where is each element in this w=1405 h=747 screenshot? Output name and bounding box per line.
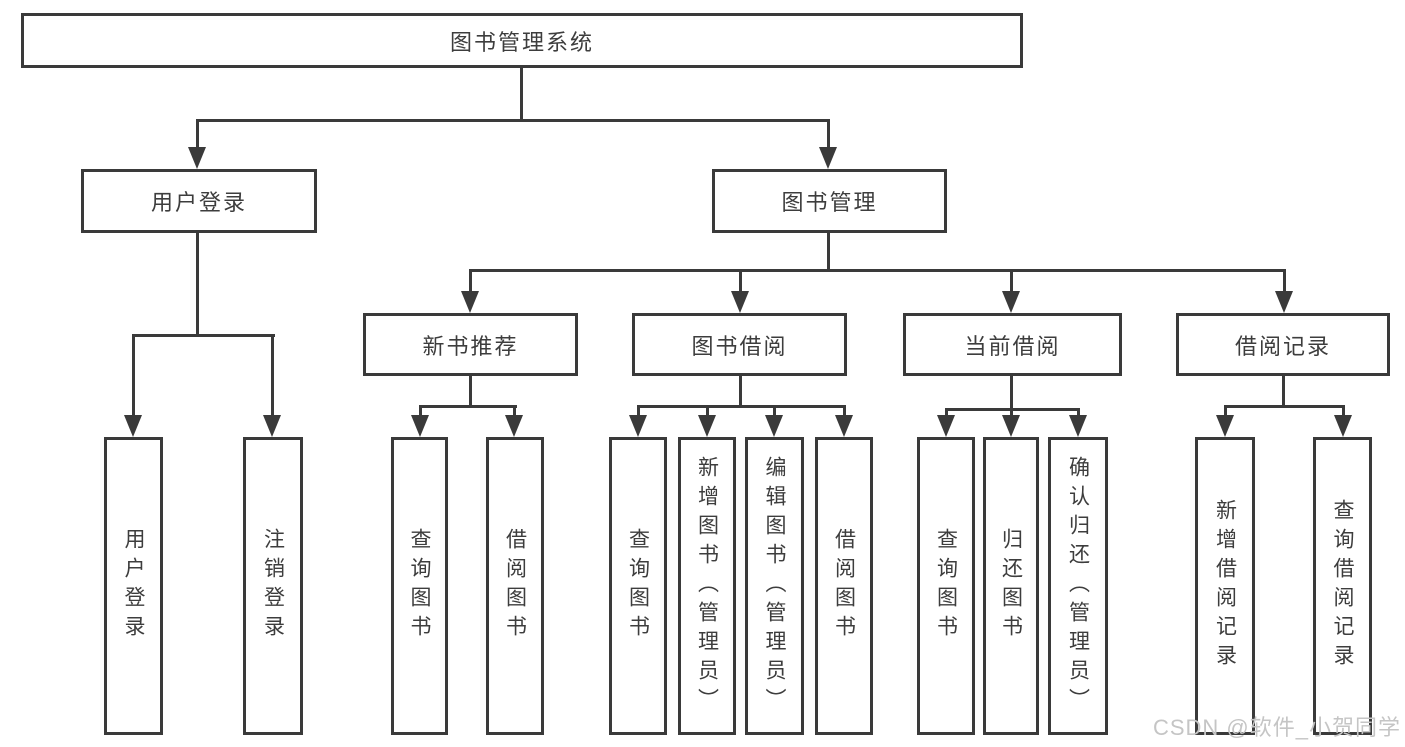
node-user-login-label: 用户登录: [150, 190, 247, 215]
connector-drop: [773, 405, 776, 418]
leaf-label: 确认归还（管理员）: [1066, 455, 1090, 717]
connector-drop: [1077, 408, 1080, 418]
leaf-user-login: 用户登录: [104, 437, 163, 735]
connector-book-borrow-stub: [739, 375, 742, 408]
connector-drop: [1010, 408, 1013, 418]
leaf-logout-login-label: 注销登录: [261, 528, 285, 644]
leaf-label: 新增借阅记录: [1213, 499, 1237, 673]
leaf-confirm-return-admin: 确认归还（管理员）: [1048, 437, 1108, 735]
connector-drop-leaf-logout: [271, 334, 274, 418]
connector-user-login-rail: [132, 334, 275, 337]
arrowhead-leaf: [937, 415, 955, 437]
arrowhead-user-login: [188, 147, 206, 169]
node-book-borrow-label: 图书借阅: [691, 333, 788, 359]
leaf-borrow-books-recommend: 借阅图书: [486, 437, 544, 735]
connector-new-books-rail: [419, 405, 517, 408]
leaf-edit-books-admin: 编辑图书（管理员）: [745, 437, 804, 735]
connector-drop: [706, 405, 709, 418]
node-new-book-recommend-label: 新书推荐: [422, 333, 519, 359]
connector-level2-rail: [196, 119, 830, 122]
node-user-login: 用户登录: [81, 169, 317, 233]
arrowhead-new-books: [461, 291, 479, 313]
connector-user-login-stub: [196, 232, 199, 337]
node-new-book-recommend: 新书推荐: [363, 313, 578, 376]
node-current-borrow-label: 当前借阅: [964, 333, 1061, 359]
node-root: 图书管理系统: [21, 13, 1023, 68]
connector-drop: [945, 408, 948, 418]
connector-drop: [1224, 405, 1227, 418]
node-root-label: 图书管理系统: [449, 29, 594, 55]
leaf-query-borrow-record: 查询借阅记录: [1313, 437, 1372, 735]
arrowhead-leaf: [629, 415, 647, 437]
leaf-label: 查询借阅记录: [1331, 499, 1354, 673]
leaf-label: 新增图书（管理员）: [695, 455, 719, 717]
connector-drop-borrow-records: [1283, 269, 1286, 295]
leaf-return-books: 归还图书: [983, 437, 1039, 735]
leaf-query-books-recommend: 查询图书: [391, 437, 448, 735]
connector-current-borrow-stub: [1010, 375, 1013, 411]
node-borrow-records-label: 借阅记录: [1234, 333, 1331, 359]
leaf-borrow-books: 借阅图书: [815, 437, 873, 735]
connector-drop-book-borrow: [739, 269, 742, 295]
arrowhead-leaf: [1334, 415, 1352, 437]
connector-drop: [419, 405, 422, 418]
leaf-label: 归还图书: [999, 528, 1023, 644]
connector-new-books-stub: [469, 375, 472, 408]
arrowhead-current-borrow: [1002, 291, 1020, 313]
connector-drop: [1342, 405, 1345, 418]
connector-borrow-records-stub: [1282, 375, 1285, 408]
connector-borrow-records-rail: [1224, 405, 1345, 408]
connector-root-stub: [520, 68, 523, 122]
leaf-logout-login: 注销登录: [243, 437, 303, 735]
arrowhead-leaf: [835, 415, 853, 437]
node-book-borrow: 图书借阅: [632, 313, 847, 376]
node-book-management: 图书管理: [712, 169, 947, 233]
connector-level3-rail: [469, 269, 1286, 272]
arrowhead-leaf: [1069, 415, 1087, 437]
leaf-label: 查询图书: [408, 528, 431, 644]
node-current-borrow: 当前借阅: [903, 313, 1122, 376]
connector-drop: [637, 405, 640, 418]
arrowhead-leaf: [505, 415, 523, 437]
connector-drop-current-borrow: [1010, 269, 1013, 295]
leaf-label: 查询图书: [934, 528, 958, 644]
leaf-label: 借阅图书: [832, 528, 856, 644]
connector-drop-book-mgmt: [827, 119, 830, 151]
leaf-label: 借阅图书: [503, 528, 527, 644]
leaf-add-borrow-record: 新增借阅记录: [1195, 437, 1255, 735]
arrowhead-leaf-login: [124, 415, 142, 437]
arrowhead-leaf: [1216, 415, 1234, 437]
arrowhead-leaf: [765, 415, 783, 437]
connector-drop: [513, 405, 516, 418]
arrowhead-leaf-logout: [263, 415, 281, 437]
connector-drop: [843, 405, 846, 418]
connector-drop-user-login: [196, 119, 199, 151]
arrowhead-borrow-records: [1275, 291, 1293, 313]
node-borrow-records: 借阅记录: [1176, 313, 1390, 376]
leaf-label: 查询图书: [626, 528, 650, 644]
leaf-label: 编辑图书（管理员）: [763, 455, 786, 717]
leaf-user-login-label: 用户登录: [122, 528, 145, 644]
node-book-management-label: 图书管理: [781, 190, 878, 215]
leaf-query-books-current: 查询图书: [917, 437, 975, 735]
leaf-query-books-borrow: 查询图书: [609, 437, 667, 735]
arrowhead-book-borrow: [731, 291, 749, 313]
csdn-watermark: CSDN @软件_小贺同学: [1152, 715, 1401, 740]
arrowhead-leaf: [1002, 415, 1020, 437]
arrowhead-leaf: [698, 415, 716, 437]
arrowhead-leaf: [411, 415, 429, 437]
leaf-add-books-admin: 新增图书（管理员）: [678, 437, 736, 735]
connector-book-mgmt-stub: [827, 232, 830, 272]
connector-book-borrow-rail: [637, 405, 846, 408]
connector-drop-leaf-login: [132, 334, 135, 418]
arrowhead-book-mgmt: [819, 147, 837, 169]
connector-drop-new-books: [469, 269, 472, 295]
